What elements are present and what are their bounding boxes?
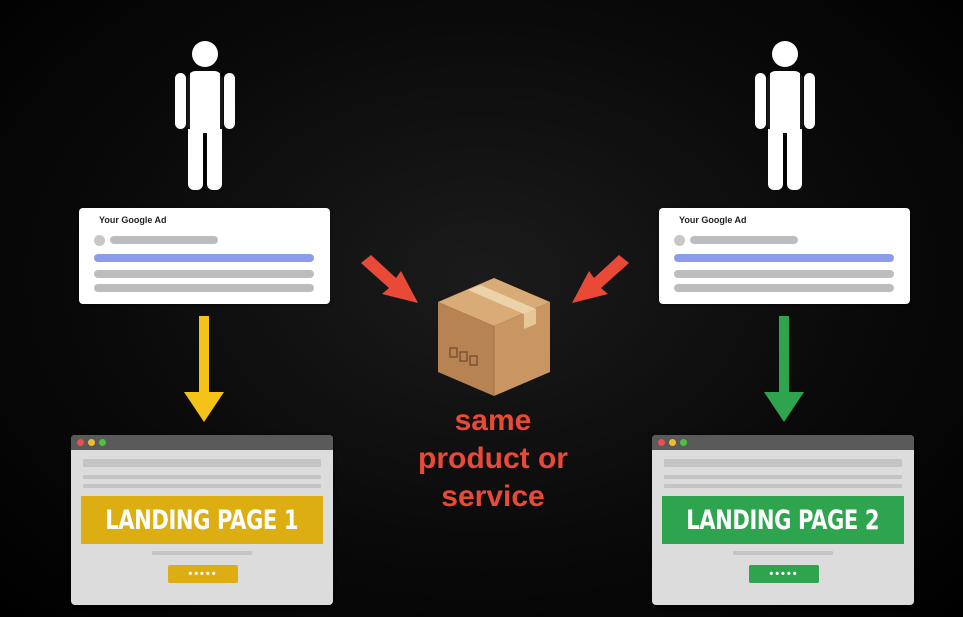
google-ad-card-right: Your Google Ad [659,208,910,304]
landing-page-window-2: LANDING PAGE 2 ••••• [652,435,914,605]
cta-button[interactable]: ••••• [749,565,819,583]
ad-description-line [674,284,894,292]
ad-avatar-dot [674,235,685,246]
same-product-label: same product or service [393,402,593,516]
landing-page-window-1: LANDING PAGE 1 ••••• [71,435,333,605]
ad-headline-line [94,254,314,262]
content-line [83,459,321,467]
box-icon [438,278,550,396]
content-line [83,484,321,488]
browser-title-bar [71,435,333,450]
content-line [664,475,902,479]
content-line [152,551,252,555]
window-maximize-dot [680,439,687,446]
window-close-dot [658,439,665,446]
landing-page-banner: LANDING PAGE 1 [81,496,323,544]
window-minimize-dot [88,439,95,446]
ad-url-line [690,236,798,244]
person-icon-right [755,41,815,191]
landing-page-title: LANDING PAGE 2 [686,504,880,536]
ad-headline-line [674,254,894,262]
landing-page-title: LANDING PAGE 1 [105,504,299,536]
arrow-pointer-icon-left [361,255,418,303]
browser-title-bar [652,435,914,450]
ad-avatar-dot [94,235,105,246]
arrow-down-icon-left [184,316,224,422]
content-line [664,484,902,488]
ad-description-line [94,284,314,292]
google-ad-card-left: Your Google Ad [79,208,330,304]
ad-title: Your Google Ad [99,215,167,225]
center-text-line: product or [418,442,568,475]
cta-button[interactable]: ••••• [168,565,238,583]
landing-page-banner: LANDING PAGE 2 [662,496,904,544]
arrow-pointer-icon-right [572,255,629,303]
content-line [733,551,833,555]
center-text-line: same [454,404,532,437]
ad-title: Your Google Ad [679,215,747,225]
center-text-line: service [441,480,545,513]
content-line [83,475,321,479]
window-minimize-dot [669,439,676,446]
content-line [664,459,902,467]
ad-description-line [94,270,314,278]
person-icon-left [175,41,235,191]
window-maximize-dot [99,439,106,446]
ad-url-line [110,236,218,244]
arrow-down-icon-right [764,316,804,422]
window-close-dot [77,439,84,446]
ad-description-line [674,270,894,278]
